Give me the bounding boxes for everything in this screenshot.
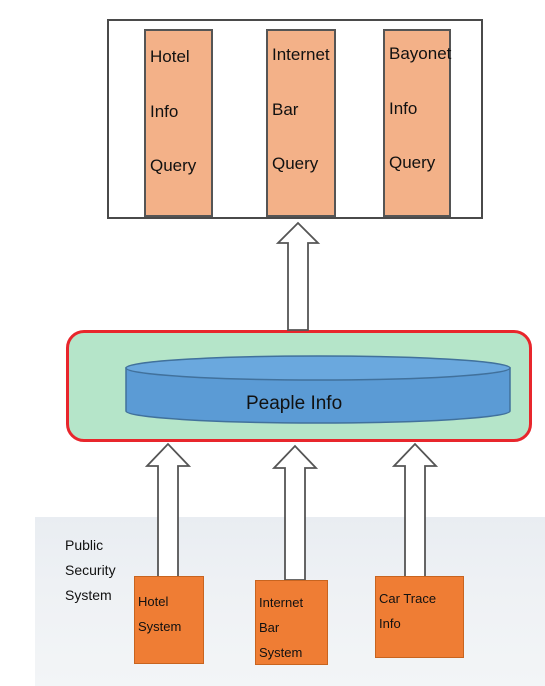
source-box-line: System — [138, 619, 182, 634]
query-box-line: Bayonet — [389, 44, 452, 63]
database-cylinder — [125, 355, 511, 424]
up-arrow-hotel-system — [144, 442, 192, 579]
source-box-line: Info — [379, 616, 401, 631]
source-box-line: Internet — [259, 595, 304, 610]
query-box-line: Info — [389, 99, 418, 118]
car-trace-info-box: Car Trace Info — [375, 576, 464, 658]
public-security-label-line: System — [65, 587, 112, 603]
source-box-line: Car Trace — [379, 591, 437, 606]
bayonet-info-query-box: Bayonet Info Query — [383, 29, 451, 217]
query-box-line: Internet — [272, 45, 330, 64]
up-arrow-to-query — [275, 221, 321, 331]
query-panel: Hotel Info Query Internet Bar Query Bayo… — [107, 19, 483, 219]
source-box-line: Bar — [259, 620, 280, 635]
hotel-info-query-box: Hotel Info Query — [144, 29, 213, 217]
up-arrow-car-trace-info — [391, 442, 439, 579]
public-security-label-line: Public — [65, 537, 104, 553]
source-box-line: System — [259, 645, 303, 660]
internet-bar-query-box: Internet Bar Query — [266, 29, 336, 217]
query-box-line: Query — [272, 154, 319, 173]
public-security-label-line: Security — [65, 562, 116, 578]
query-box-line: Info — [150, 102, 179, 121]
up-arrow-internet-bar-system — [271, 444, 319, 581]
query-box-line: Hotel — [150, 47, 190, 66]
database-label: Peaple Info — [246, 393, 343, 414]
query-box-line: Query — [150, 156, 197, 175]
hotel-system-box: Hotel System — [134, 576, 204, 664]
source-box-line: Hotel — [138, 594, 169, 609]
query-box-line: Query — [389, 153, 436, 172]
query-box-line: Bar — [272, 100, 299, 119]
internet-bar-system-box: Internet Bar System — [255, 580, 328, 665]
